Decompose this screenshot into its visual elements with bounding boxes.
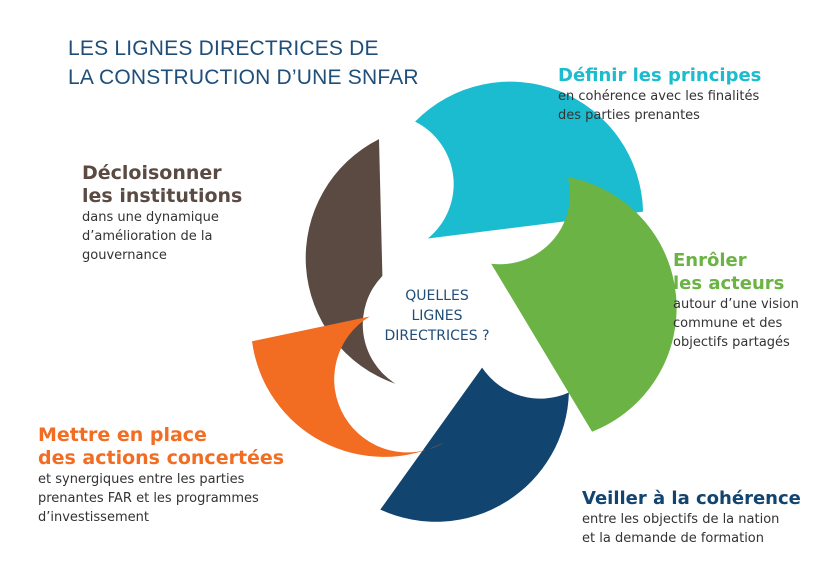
mettre-desc-line-2: prenantes FAR et les programmes (38, 491, 259, 506)
center-line-1: QUELLES (405, 288, 469, 304)
enroler-heading-line-1: Enrôler (673, 250, 747, 271)
decloisonner-desc-line-2: d’amélioration de la (82, 229, 213, 244)
mettre-heading: Mettre en place des actions concertées (38, 424, 284, 470)
lune-decloisonner (305, 139, 396, 384)
enroler-heading: Enrôler les acteurs (673, 249, 799, 295)
definir-desc-line-1: en cohérence avec les finalités (558, 89, 760, 104)
mettre-desc-line-1: et synergiques entre les parties (38, 472, 245, 487)
mettre-heading-line-1: Mettre en place (38, 424, 207, 446)
page-title: LES LIGNES DIRECTRICES DE LA CONSTRUCTIO… (68, 34, 419, 92)
enroler-desc-line-3: objectifs partagés (673, 335, 790, 350)
definir-description: en cohérence avec les finalités des part… (558, 87, 761, 125)
block-decloisonner: Décloisonner les institutions dans une d… (82, 162, 242, 265)
decloisonner-heading-line-2: les institutions (82, 185, 243, 207)
definir-heading: Définir les principes (558, 64, 761, 87)
decloisonner-desc-line-1: dans une dynamique (82, 210, 219, 225)
decloisonner-heading-line-1: Décloisonner (82, 162, 222, 184)
veiller-heading-line-1: Veiller à la cohérence (582, 488, 801, 509)
lune-enroler (491, 177, 677, 432)
center-line-2: LIGNES (411, 308, 463, 324)
definir-desc-line-2: des parties prenantes (558, 108, 700, 123)
decloisonner-description: dans une dynamique d’amélioration de la … (82, 208, 242, 265)
decloisonner-desc-line-3: gouvernance (82, 248, 167, 263)
definir-heading-line-1: Définir les principes (558, 65, 762, 86)
veiller-desc-line-2: et la demande de formation (582, 531, 764, 546)
center-line-3: DIRECTRICES ? (384, 328, 490, 344)
mettre-description: et synergiques entre les parties prenant… (38, 470, 284, 527)
title-line-1: LES LIGNES DIRECTRICES DE (68, 37, 379, 60)
enroler-desc-line-2: commune et des (673, 316, 783, 331)
lune-mettre (252, 316, 445, 457)
block-veiller: Veiller à la cohérence entre les objecti… (582, 487, 801, 548)
veiller-description: entre les objectifs de la nation et la d… (582, 510, 801, 548)
enroler-desc-line-1: autour d’une vision (673, 297, 799, 312)
mettre-heading-line-2: des actions concertées (38, 447, 285, 469)
block-mettre: Mettre en place des actions concertées e… (38, 424, 284, 527)
decloisonner-heading: Décloisonner les institutions (82, 162, 242, 208)
mettre-desc-line-3: d’investissement (38, 510, 149, 525)
block-definir: Définir les principes en cohérence avec … (558, 64, 761, 125)
veiller-heading: Veiller à la cohérence (582, 487, 801, 510)
center-question: QUELLES LIGNES DIRECTRICES ? (372, 286, 502, 346)
block-enroler: Enrôler les acteurs autour d’une vision … (673, 249, 799, 352)
title-line-2: LA CONSTRUCTION D’UNE SNFAR (68, 66, 419, 89)
enroler-description: autour d’une vision commune et des objec… (673, 295, 799, 352)
enroler-heading-line-2: les acteurs (673, 273, 785, 294)
veiller-desc-line-1: entre les objectifs de la nation (582, 512, 780, 527)
lune-veiller (380, 367, 569, 522)
